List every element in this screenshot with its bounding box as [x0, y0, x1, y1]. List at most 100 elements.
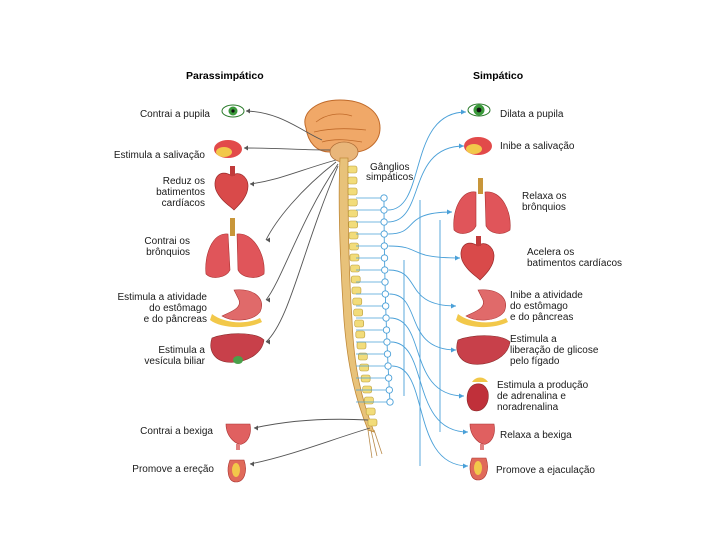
sym-label-line: Dilata a pupila — [500, 109, 564, 120]
vertebra — [350, 275, 361, 284]
sympathetic-ganglion — [380, 230, 388, 238]
nerve-arrowhead — [266, 237, 270, 243]
nerve-arrowhead — [254, 425, 258, 431]
nerve-arrowhead — [463, 429, 468, 435]
sym-label-line: liberação de glicose — [510, 345, 599, 356]
vertebra — [348, 209, 358, 218]
bladder-icon — [225, 423, 251, 450]
para-label-line: Estimula a salivação — [114, 150, 206, 161]
para-label-contrai-pupila: Contrai a pupila — [140, 109, 210, 120]
bladder-icon-right — [469, 423, 495, 450]
nerve-arrowhead — [250, 461, 254, 467]
sym-label-line: Inibe a salivação — [500, 141, 575, 152]
nerve-arrowhead — [451, 303, 456, 309]
nerve-arrowhead — [266, 339, 270, 345]
sym-label-line: Promove a ejaculação — [496, 465, 595, 476]
nerve-arrowhead — [461, 109, 466, 115]
vertebra — [367, 418, 378, 427]
parasympathetic-nerves — [243, 108, 371, 467]
sym-label-line: Estimula a — [510, 334, 557, 345]
parasympathetic-nerve — [249, 159, 337, 185]
para-label-line: e do pâncreas — [144, 314, 207, 325]
para-label-line: cardíacos — [162, 198, 205, 209]
salivary-gland-icon — [214, 140, 242, 158]
sympathetic-nerve — [388, 211, 453, 235]
para-label-estimula-salivacao: Estimula a salivação — [114, 150, 206, 161]
parasympathetic-nerve — [253, 418, 369, 429]
para-label-contrai-bexiga: Contrai a bexiga — [140, 426, 213, 437]
vertebra — [362, 385, 373, 394]
sympathetic-ganglion — [380, 194, 388, 202]
sympathetic-ganglion — [380, 242, 388, 250]
para-label-line: Estimula a atividade — [118, 292, 208, 303]
vertebra — [353, 308, 364, 317]
nerve-arrowhead — [246, 108, 250, 114]
para-label-line: Promove a ereção — [132, 464, 214, 475]
sympathetic-nerve — [388, 145, 465, 223]
para-label-line: Contrai os — [144, 236, 190, 247]
lungs-icon — [205, 218, 265, 278]
sym-label-line: Relaxa a bexiga — [500, 430, 572, 441]
nerve-arrowhead — [455, 255, 460, 261]
vertebra — [350, 264, 360, 273]
lungs-icon-right — [453, 178, 511, 234]
vertebra — [347, 187, 358, 196]
eye-icon — [221, 104, 245, 118]
sym-label-line: batimentos cardíacos — [527, 258, 622, 269]
para-label-line: brônquios — [146, 247, 190, 258]
sym-label-line: Relaxa os — [522, 191, 566, 202]
sympathetic-ganglion — [383, 338, 391, 346]
vertebra — [348, 220, 358, 229]
genitals-icon-right — [469, 457, 488, 481]
vertebra — [347, 198, 358, 207]
nerve-arrowhead — [451, 347, 456, 353]
ganglia-label-line2: simpáticos — [366, 172, 413, 183]
parasympathetic-nerve — [249, 427, 371, 465]
sympathetic-ganglion — [383, 350, 392, 358]
sympathetic-ganglion — [381, 290, 389, 298]
sympathetic-ganglion — [382, 326, 391, 334]
eye-icon-right — [467, 103, 491, 117]
sympathetic-nerve — [390, 317, 465, 397]
sympathetic-ganglion — [382, 302, 390, 310]
sympathetic-ganglion — [380, 206, 388, 214]
para-label-promove-erecao: Promove a ereção — [132, 464, 214, 475]
salivary-gland-icon-right — [464, 137, 492, 155]
vertebra — [351, 286, 362, 295]
nerve-arrowhead — [447, 209, 452, 215]
para-label-line: batimentos — [156, 187, 205, 198]
heart-icon — [214, 166, 249, 211]
sym-label-line: de adrenalina e — [497, 391, 566, 402]
spinal-cord — [338, 157, 375, 433]
vertebra — [348, 231, 359, 240]
sympathetic-ganglion — [382, 314, 390, 322]
vertebra — [357, 352, 368, 361]
sympathetic-ganglion — [385, 386, 393, 394]
central-nervous-system — [304, 99, 383, 459]
heart-icon-right — [460, 236, 495, 281]
sympathetic-ganglion — [380, 254, 389, 262]
vertebral-column — [347, 165, 378, 427]
vertebra — [354, 319, 365, 328]
sympathetic-ganglion — [385, 374, 393, 382]
sympathetic-header: Simpático — [473, 70, 523, 82]
sym-label-line: Estimula a produção — [497, 380, 589, 391]
nerve-arrowhead — [244, 145, 248, 151]
sym-label-promove-ejaculacao: Promove a ejaculação — [496, 465, 595, 476]
nerve-arrowhead — [250, 181, 254, 187]
genitals-icon — [227, 459, 246, 483]
sym-label-line: noradrenalina — [497, 402, 559, 413]
sym-label-line: do estômago — [510, 301, 568, 312]
nerve-arrowhead — [266, 297, 270, 303]
vertebra — [359, 363, 369, 372]
ganglia-label-line1: Gânglios — [370, 162, 409, 173]
